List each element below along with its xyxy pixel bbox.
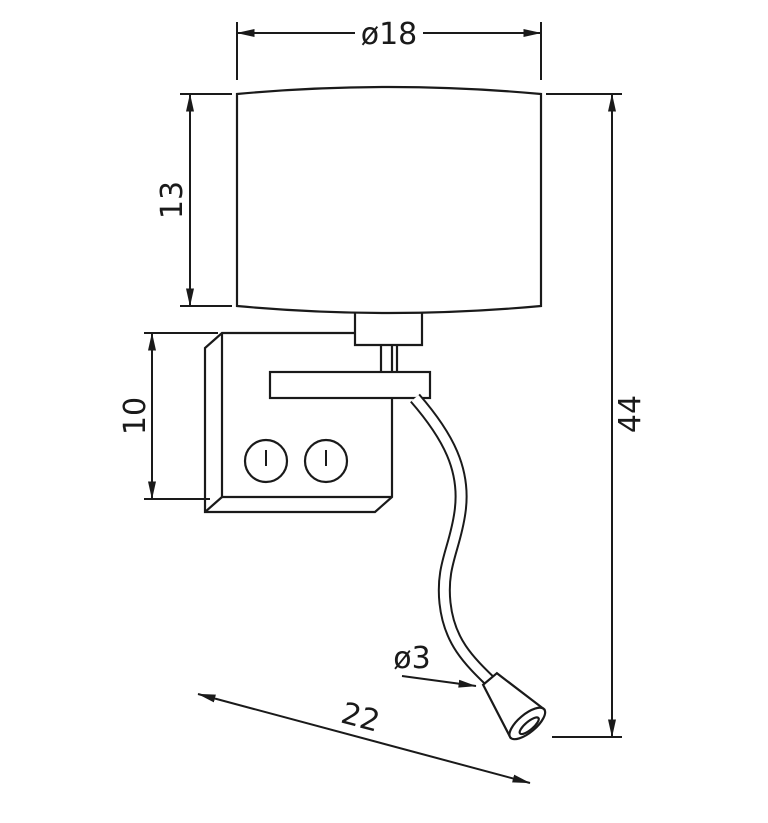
switch-right [303, 438, 349, 484]
flex-arm-tube-inner [411, 395, 497, 688]
lamp-stem [379, 345, 399, 372]
shade-diameter-label: ø18 [361, 17, 418, 52]
socket-body [353, 310, 424, 347]
dim-arm-reach: 22 [197, 693, 531, 784]
dim-plate-height: 10 [118, 332, 218, 500]
lampshade [235, 85, 543, 315]
dimension-line [197, 693, 531, 784]
wall-plate [203, 331, 394, 514]
shade-height-label: 13 [155, 181, 190, 219]
mounting-arm [268, 370, 432, 400]
dim-overall-height: 44 [546, 93, 648, 738]
overall-height-label: 44 [613, 395, 648, 433]
plate-height-label: 10 [118, 397, 153, 435]
dim-shade-height: 13 [155, 93, 232, 307]
flex-arm [410, 393, 498, 689]
dim-shade-diameter: ø18 [236, 17, 542, 80]
leader-line [401, 675, 477, 688]
led-diameter-label: ø3 [393, 641, 430, 676]
mounting-arm-body [268, 370, 432, 400]
switch-left [243, 438, 289, 484]
wall-plate-outline [203, 331, 394, 514]
wall-plate-corner-edge [204, 496, 223, 513]
dim-led-diameter: ø3 [393, 641, 477, 688]
lampshade-body [235, 85, 543, 315]
socket [353, 310, 424, 347]
